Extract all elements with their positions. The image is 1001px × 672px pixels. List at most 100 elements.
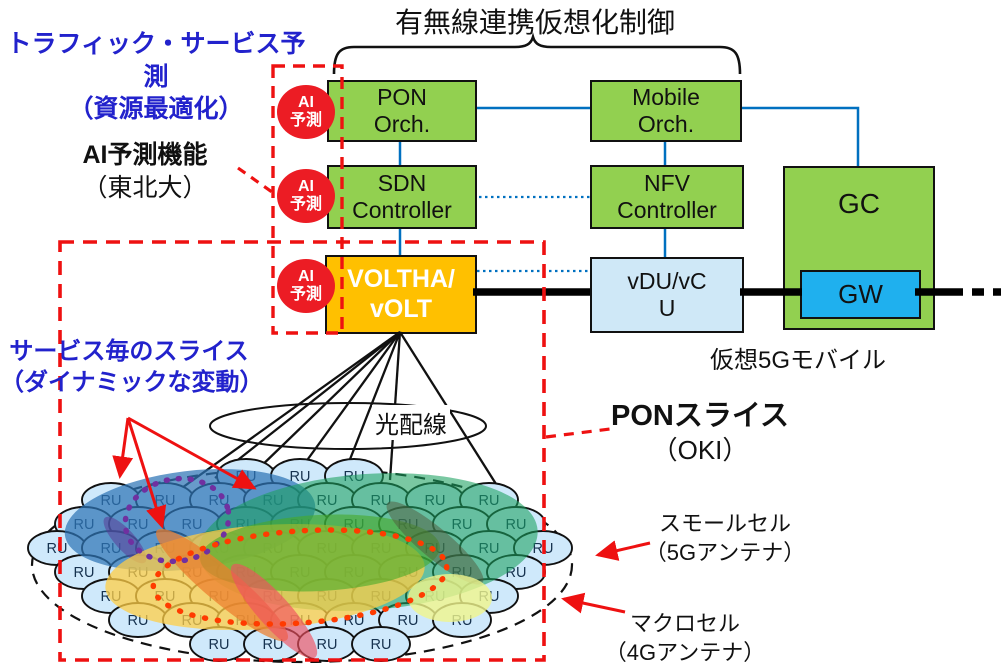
ru-cell-label: RU [182,613,203,629]
ru-cell-label: RU [236,613,257,629]
ru-cell-label: RU [290,565,311,581]
ru-cell-label: RU [290,469,311,485]
ru-cell-label: RU [209,637,230,653]
ru-cell-label: RU [398,517,419,533]
ru-cell-label: RU [371,493,392,509]
slice-yellow [105,523,425,631]
ru-cell [54,554,114,590]
ai-function-line2: （東北大） [82,173,208,202]
ru-cell-label: RU [452,565,473,581]
ru-cell-label: RU [182,565,203,581]
ru-cell-label: RU [209,589,230,605]
ru-cell-label: RU [209,493,230,509]
ru-cell [378,554,438,590]
slice-overlays [64,468,538,659]
ru-cell [216,506,276,542]
node-voltha-line2: vOLT [369,294,433,323]
ru-cell-label: RU [74,517,95,533]
service-slice-line1: サービス毎のスライス [9,338,249,365]
node-voltha-line1: VOLTHA/ [347,265,455,294]
ru-cell-label: RU [101,541,122,557]
small-cell-line2: （5Gアンテナ） [644,539,806,565]
ru-cell-label: RU [344,565,365,581]
ru-cell [189,578,249,614]
traffic-prediction-label: トラフィック・サービス予測 （資源最適化） [0,28,312,126]
ai-badge-line2: 予測 [289,196,322,213]
ru-cell-label: RU [290,613,311,629]
ai-function-label: AI予測機能 （東北大） [50,139,240,204]
macro-cell-line2: （4Gアンテナ） [604,639,766,665]
ru-cell-label: RU [344,613,365,629]
ru-cell [459,530,519,566]
ru-cell-label: RU [317,493,338,509]
node-sdn-line2: Controller [352,197,452,223]
ru-cell [324,554,384,590]
ai-badge-line2: 予測 [289,286,322,303]
ai-badge-line1: AI [298,267,314,285]
dotted-purple-slice [122,475,232,565]
ru-cell [351,626,411,662]
ru-cell [486,554,546,590]
ru-cell [297,626,357,662]
ru-cell-label: RU [263,541,284,557]
ru-cell [108,506,168,542]
band-orange [155,528,289,642]
band-red [230,563,318,659]
ru-cell-label: RU [425,541,446,557]
dotted-orange-slice [150,527,450,627]
node-mobile-orch-line2: Orch. [637,111,695,137]
ru-cluster: RU RU RU RU RU RU RU RU RU RU RU RU RU RU RU RU RU RU RU RU… [27,458,573,662]
ru-cell [324,602,384,638]
ru-cell [270,602,330,638]
ru-cell [351,482,411,518]
title-brace [332,32,742,75]
virtual-5g-mobile-label: 仮想5Gモバイル [709,347,886,374]
node-vdu-line2: U [658,295,676,321]
ru-cell [108,554,168,590]
traffic-prediction-line1: トラフィック・サービス予測 [6,30,306,91]
ru-cell-label: RU [101,493,122,509]
ru-cell-label: RU [236,469,257,485]
band-dark-green [386,501,484,585]
ru-cell [432,554,492,590]
ru-cell [135,482,195,518]
ru-cell-label: RU [155,541,176,557]
ru-cell-label: RU [371,589,392,605]
ru-cell [162,554,222,590]
ru-cell [243,626,303,662]
ru-cell-label: RU [479,541,500,557]
node-pon-orch-line2: Orch. [373,111,431,137]
ru-cell [162,506,222,542]
ru-cell [243,482,303,518]
node-mobile-orch: Mobile Orch. [590,80,742,142]
slice-blue [64,468,316,572]
ru-cell [189,482,249,518]
ru-cell [459,578,519,614]
ru-cell [27,530,87,566]
optical-wiring-label: 光配線 [372,405,450,440]
ru-cell-label: RU [398,565,419,581]
node-gc-label: GC [838,188,880,219]
ru-cell [216,458,276,494]
ru-cell [297,482,357,518]
ru-cell-label: RU [236,517,257,533]
ru-cell [297,530,357,566]
pon-slice-line2: （OKI） [651,435,749,466]
ru-cell [270,458,330,494]
small-cell-line1: スモールセル [658,511,791,536]
ru-cell [216,554,276,590]
ru-cell-label: RU [155,589,176,605]
ru-cell [81,578,141,614]
macro-cell-line1: マクロセル [629,611,740,636]
ru-cell [378,602,438,638]
ru-cell-label: RU [317,541,338,557]
ru-cell [405,530,465,566]
macro-cell-label: マクロセル （4Gアンテナ） [600,610,770,667]
ru-cell [405,578,465,614]
ru-cell [270,554,330,590]
ru-cell [405,482,465,518]
ru-cell-label: RU [452,613,473,629]
ru-cell-label: RU [506,517,527,533]
ru-cell-label: RU [479,589,500,605]
